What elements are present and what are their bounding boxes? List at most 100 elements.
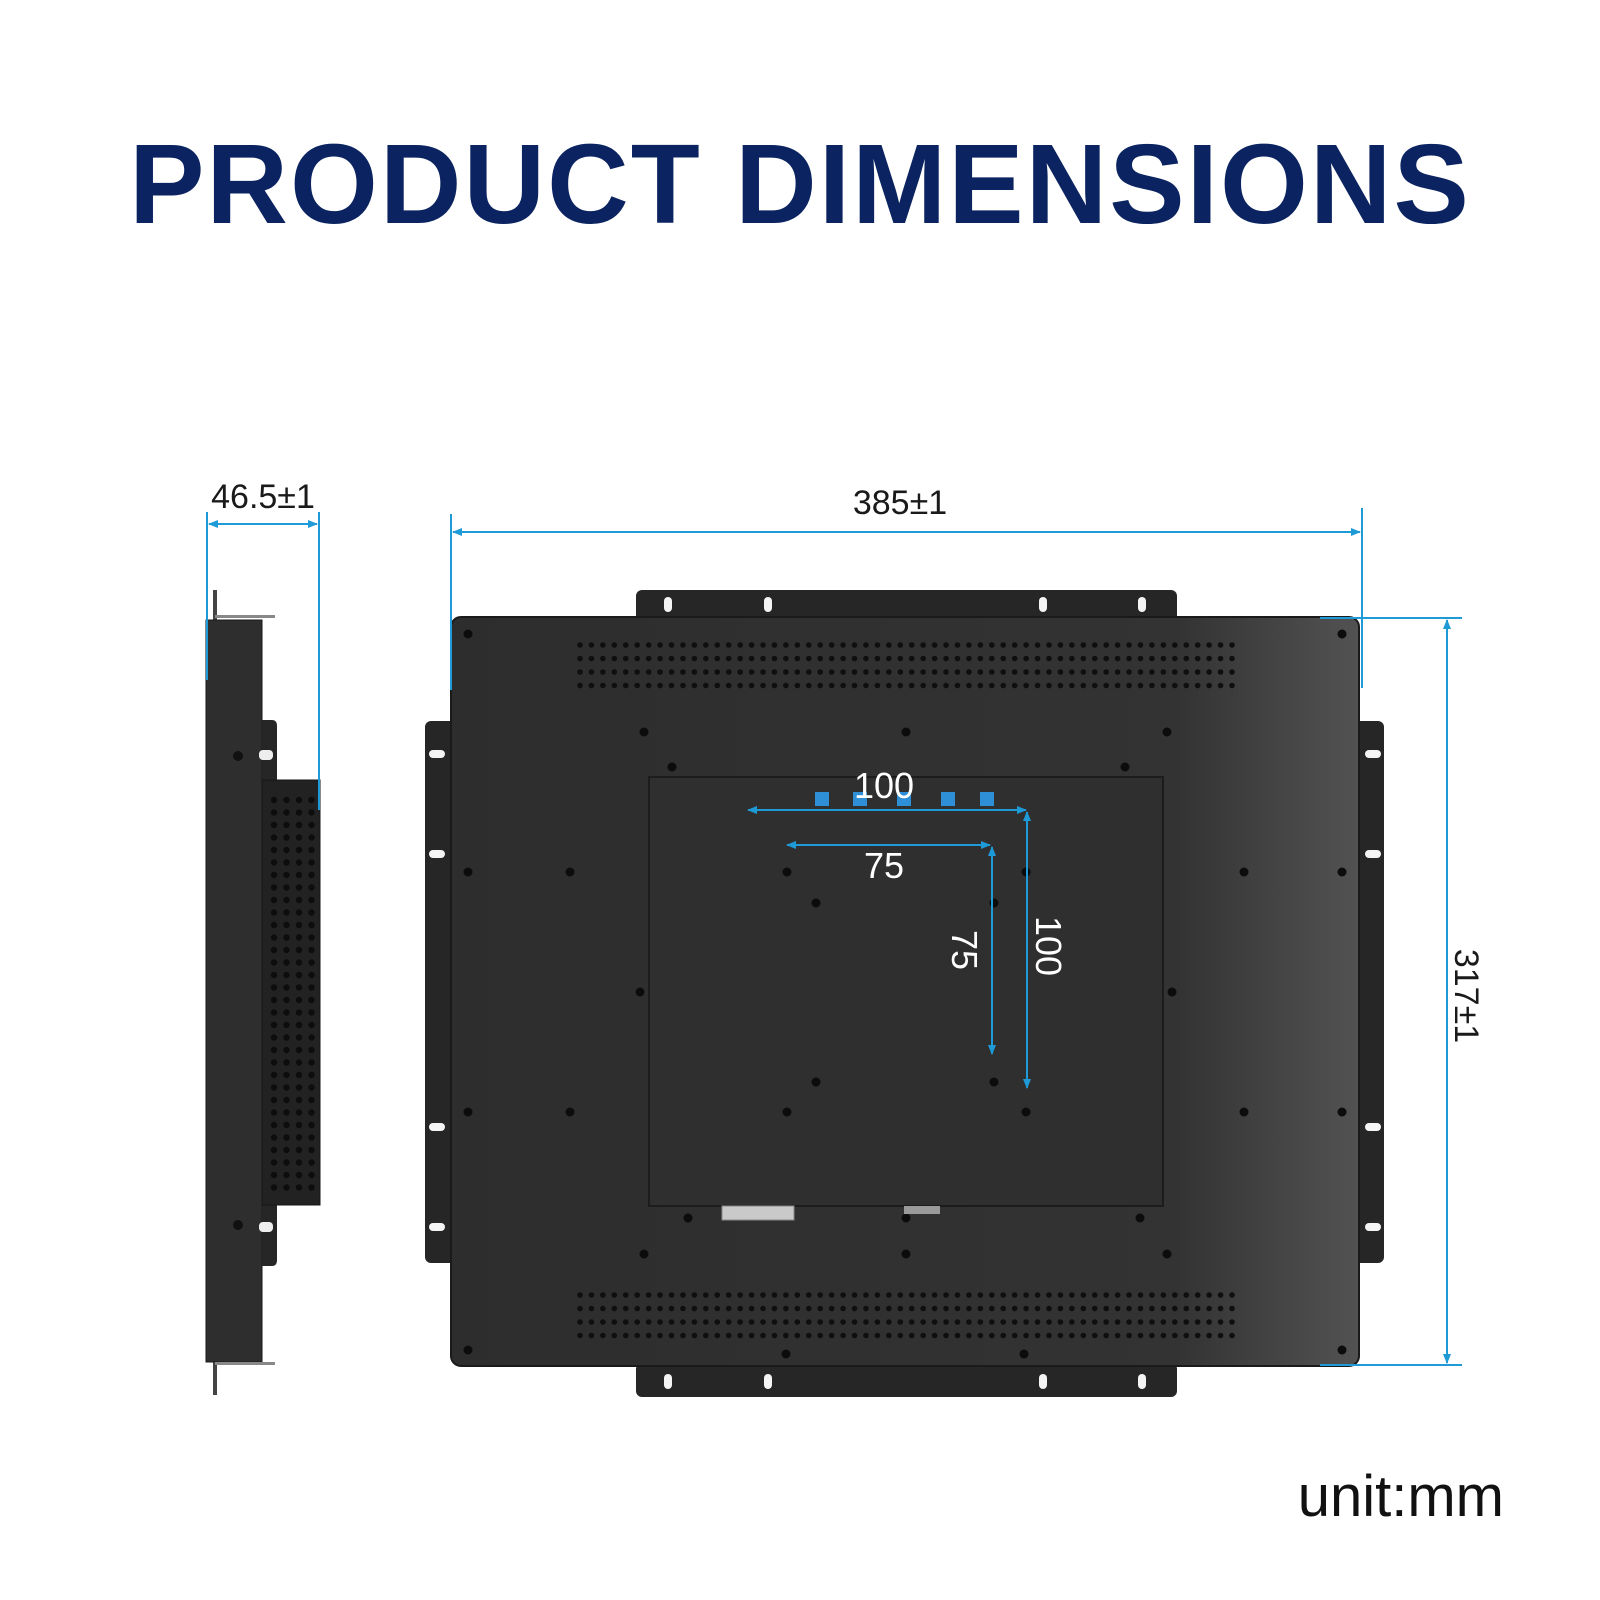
vent-hole (794, 1305, 801, 1312)
grille-hole (283, 946, 290, 954)
vent-hole (1069, 1305, 1075, 1312)
vent-hole (908, 682, 915, 689)
height-label: 317±1 (1447, 949, 1485, 1043)
vent-hole (622, 1292, 629, 1298)
vent-hole (1046, 642, 1052, 648)
vent-hole (680, 1292, 686, 1298)
vent-hole (874, 682, 881, 689)
vent-hole (588, 1305, 595, 1312)
vent-hole (840, 669, 846, 675)
vent-hole (714, 1305, 721, 1312)
control-button-icon (980, 792, 994, 806)
side-grille (270, 796, 315, 1191)
vent-hole (1114, 682, 1121, 689)
vent-hole (954, 642, 961, 648)
vent-hole (600, 1332, 606, 1339)
vent-hole (680, 1319, 686, 1325)
vent-hole (634, 669, 640, 675)
vent-hole (920, 669, 926, 675)
vent-hole (634, 1332, 640, 1339)
vent-hole (943, 642, 949, 648)
vent-hole (977, 682, 984, 689)
vent-hole (908, 642, 915, 648)
vent-hole (977, 642, 984, 648)
vent-hole (794, 642, 801, 648)
grille-hole (270, 859, 278, 866)
vent-hole (771, 1305, 778, 1312)
grille-hole (270, 1096, 278, 1104)
screw-hole (565, 1107, 575, 1117)
vent-hole (874, 669, 881, 675)
vent-hole (828, 642, 835, 648)
vent-hole (954, 1305, 961, 1312)
grille-hole (270, 1059, 278, 1066)
vent-hole (714, 655, 721, 662)
vent-hole (1206, 1305, 1212, 1312)
screw-hole (639, 1249, 649, 1259)
screw-hole (639, 727, 649, 737)
vent-hole (1194, 655, 1201, 662)
vent-hole (1091, 642, 1098, 648)
vent-hole (725, 655, 732, 662)
vent-hole (1126, 642, 1132, 648)
screw-hole (565, 867, 575, 877)
vent-hole (725, 669, 732, 675)
height-dimension: 317±1 (1320, 617, 1485, 1366)
vent-hole (1172, 1319, 1178, 1325)
vent-hole (680, 682, 686, 689)
screw-hole (463, 1345, 473, 1355)
vent-hole (1160, 1332, 1167, 1339)
vent-hole (1217, 1305, 1224, 1312)
vent-hole (1034, 655, 1041, 662)
vent-hole (714, 669, 721, 675)
vent-hole (645, 1292, 652, 1298)
vent-hole (897, 655, 904, 662)
vent-hole (863, 655, 869, 662)
vent-hole (760, 642, 766, 648)
vent-hole (725, 1332, 732, 1339)
vent-hole (966, 1292, 972, 1298)
vent-hole (691, 1319, 698, 1325)
grille-hole (295, 1184, 303, 1191)
vent-hole (1137, 1292, 1144, 1298)
vent-hole (634, 655, 640, 662)
vent-hole (600, 642, 606, 648)
grille-hole (295, 921, 303, 929)
vent-hole (645, 1305, 652, 1312)
vent-hole (1149, 642, 1155, 648)
vent-hole (1137, 669, 1144, 675)
vent-hole (725, 1305, 732, 1312)
vent-hole (874, 655, 881, 662)
vent-hole (1023, 655, 1029, 662)
grille-hole (295, 1171, 303, 1179)
grille-hole (308, 871, 315, 879)
grille-hole (295, 1071, 303, 1079)
vent-hole (1057, 682, 1064, 689)
vent-hole (931, 655, 938, 662)
vent-hole (1023, 1292, 1029, 1298)
vent-hole (588, 1319, 595, 1325)
screw-hole (1239, 1107, 1249, 1117)
vent-hole (600, 1292, 606, 1298)
vent-hole (908, 655, 915, 662)
vent-hole (1206, 1319, 1212, 1325)
vent-hole (577, 1332, 583, 1339)
vent-hole (863, 669, 869, 675)
vent-hole (851, 1292, 858, 1298)
screw-hole (683, 1213, 693, 1223)
vent-hole (760, 655, 766, 662)
vent-hole (1000, 1319, 1007, 1325)
grille-hole (308, 946, 315, 954)
grille-hole (295, 796, 303, 804)
vent-hole (908, 1305, 915, 1312)
vent-hole (840, 682, 846, 689)
vent-hole (657, 682, 663, 689)
vent-hole (1217, 1332, 1224, 1339)
vent-hole (1229, 682, 1235, 689)
bracket-slot (429, 1223, 445, 1231)
vent-hole (805, 642, 812, 648)
vent-hole (1080, 1319, 1087, 1325)
vent-hole (988, 1332, 995, 1339)
vent-hole (577, 682, 583, 689)
vent-hole (783, 1332, 789, 1339)
